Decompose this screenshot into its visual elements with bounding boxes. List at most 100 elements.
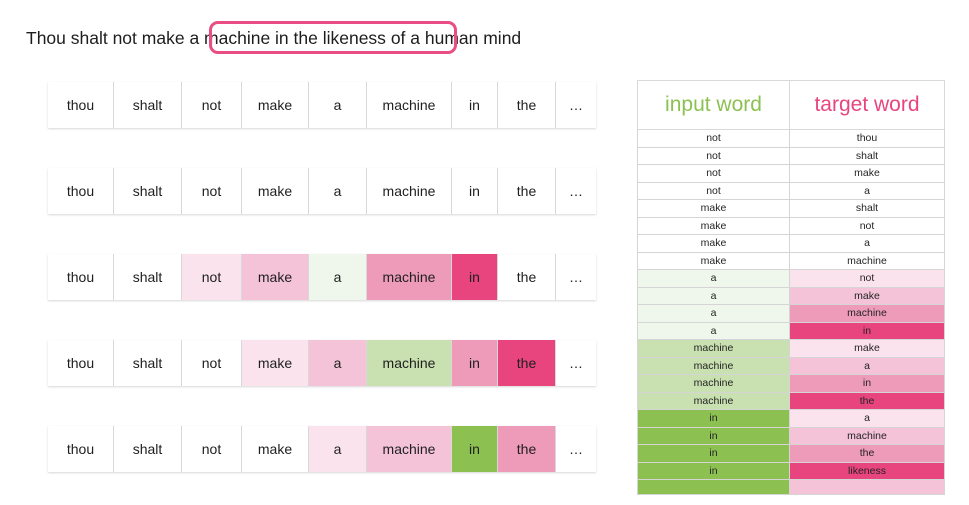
sequence-cell-make: make xyxy=(242,426,309,472)
column-header-target-word: target word xyxy=(789,80,945,130)
sequence-cell-not: not xyxy=(182,340,242,386)
sequence-cell-machine: machine xyxy=(367,340,452,386)
sequence-cell-the: the xyxy=(498,340,556,386)
table-cell-input-word: make xyxy=(637,251,790,270)
sequence-cell-in: in xyxy=(452,340,498,386)
sequence-cell-a: a xyxy=(309,254,367,300)
sequence-cell-a: a xyxy=(309,340,367,386)
sequence-cell-a: a xyxy=(309,82,367,128)
sequence-cell-in: in xyxy=(452,82,498,128)
sequence-cell-in: in xyxy=(452,168,498,214)
table-cell-target-word: machine xyxy=(789,251,945,270)
sequence-cell-shalt: shalt xyxy=(114,254,182,300)
table-cell-input-word: make xyxy=(637,234,790,253)
sequence-cell-thou: thou xyxy=(48,168,114,214)
sequence-cell-the: the xyxy=(498,82,556,128)
sequence-cell-make: make xyxy=(242,340,309,386)
sequence-cell-a: a xyxy=(309,426,367,472)
sequence-cell-not: not xyxy=(182,168,242,214)
table-cell-input-word: make xyxy=(637,199,790,218)
sequence-cell-thou: thou xyxy=(48,426,114,472)
table-cell-input-word: machine xyxy=(637,374,790,393)
sequence-cell-machine: machine xyxy=(367,82,452,128)
table-cell-target-word: a xyxy=(789,234,945,253)
table-cell-target-word: a xyxy=(789,356,945,375)
table-cell-input-word: a xyxy=(637,269,790,288)
sequence-cell-make: make xyxy=(242,254,309,300)
sequence-cell-in: in xyxy=(452,254,498,300)
sequence-cell-in: in xyxy=(452,426,498,472)
sequence-cell-ellipsis: … xyxy=(556,82,596,128)
title-segment-after: of a human mind xyxy=(390,28,522,48)
sequence-cell-thou: thou xyxy=(48,254,114,300)
table-cell-input-word: in xyxy=(637,461,790,480)
sequence-cell-ellipsis: … xyxy=(556,254,596,300)
table-cell-target-word: the xyxy=(789,391,945,410)
sequence-cell-make: make xyxy=(242,168,309,214)
sequence-cell-a: a xyxy=(309,168,367,214)
table-cell-input-word: in xyxy=(637,444,790,463)
table-cell-input-word: in xyxy=(637,409,790,428)
column-header-input-word: input word xyxy=(637,80,790,130)
table-cell-target-word: shalt xyxy=(789,199,945,218)
table-cell-target-word: a xyxy=(789,181,945,200)
sequence-cell-not: not xyxy=(182,426,242,472)
table-cell-target-word: make xyxy=(789,286,945,305)
sequence-cell-shalt: shalt xyxy=(114,426,182,472)
table-cell-input-word: a xyxy=(637,304,790,323)
sequence-cell-ellipsis: … xyxy=(556,168,596,214)
sequence-cell-thou: thou xyxy=(48,340,114,386)
table-cell-input-word: machine xyxy=(637,391,790,410)
table-cell-target-word: not xyxy=(789,269,945,288)
table-cell-input-word xyxy=(637,479,790,495)
table-cell-target-word: the xyxy=(789,444,945,463)
table-cell-target-word: make xyxy=(789,164,945,183)
sequence-cell-the: the xyxy=(498,426,556,472)
page-title: Thou shalt not make a machine in the lik… xyxy=(26,27,521,49)
sequence-cell-make: make xyxy=(242,82,309,128)
sequence-cell-the: the xyxy=(498,254,556,300)
table-cell-target-word: not xyxy=(789,216,945,235)
table-cell-input-word: not xyxy=(637,181,790,200)
table-cell-input-word: not xyxy=(637,129,790,148)
sequence-cell-not: not xyxy=(182,254,242,300)
table-header-row: input word target word xyxy=(637,80,945,130)
table-cell-target-word: thou xyxy=(789,129,945,148)
sequence-cell-ellipsis: … xyxy=(556,426,596,472)
table-cell-input-word: not xyxy=(637,146,790,165)
sequence-cell-not: not xyxy=(182,82,242,128)
sequence-cell-machine: machine xyxy=(367,168,452,214)
table-cell-input-word: in xyxy=(637,426,790,445)
table-cell-input-word: a xyxy=(637,286,790,305)
table-cell-target-word: in xyxy=(789,321,945,340)
table-cell-input-word: make xyxy=(637,216,790,235)
title-segment-highlighted: a machine in the likeness xyxy=(189,28,386,48)
